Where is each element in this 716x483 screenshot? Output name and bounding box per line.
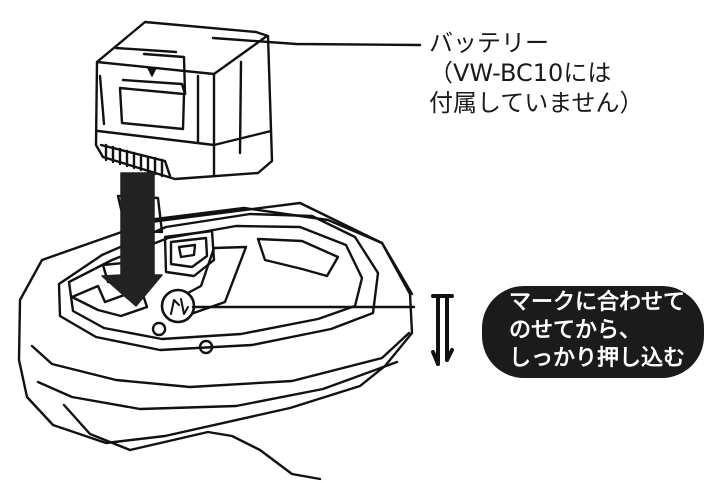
battery-label-line-1: バッテリー <box>429 29 549 57</box>
triangle-down-icon <box>147 67 157 77</box>
alignment-mark <box>160 288 196 324</box>
callout-line-2: のせてから、 <box>509 318 642 343</box>
instruction-callout: マークに合わせて のせてから、 しっかり押し込む <box>482 286 704 378</box>
charger <box>17 194 414 481</box>
battery-label: バッテリー （VW-BC10には 付属していません） <box>429 28 689 118</box>
battery-leader-line <box>211 36 422 47</box>
battery-label-line-2: （VW-BC10には <box>429 59 612 87</box>
slide-align-icon <box>431 294 454 366</box>
down-arrow <box>101 172 163 307</box>
battery-label-line-3: 付属していません） <box>429 89 644 117</box>
callout-line-1: マークに合わせて <box>509 290 686 315</box>
battery <box>94 20 274 181</box>
callout-line-3: しっかり押し込む <box>509 346 686 371</box>
